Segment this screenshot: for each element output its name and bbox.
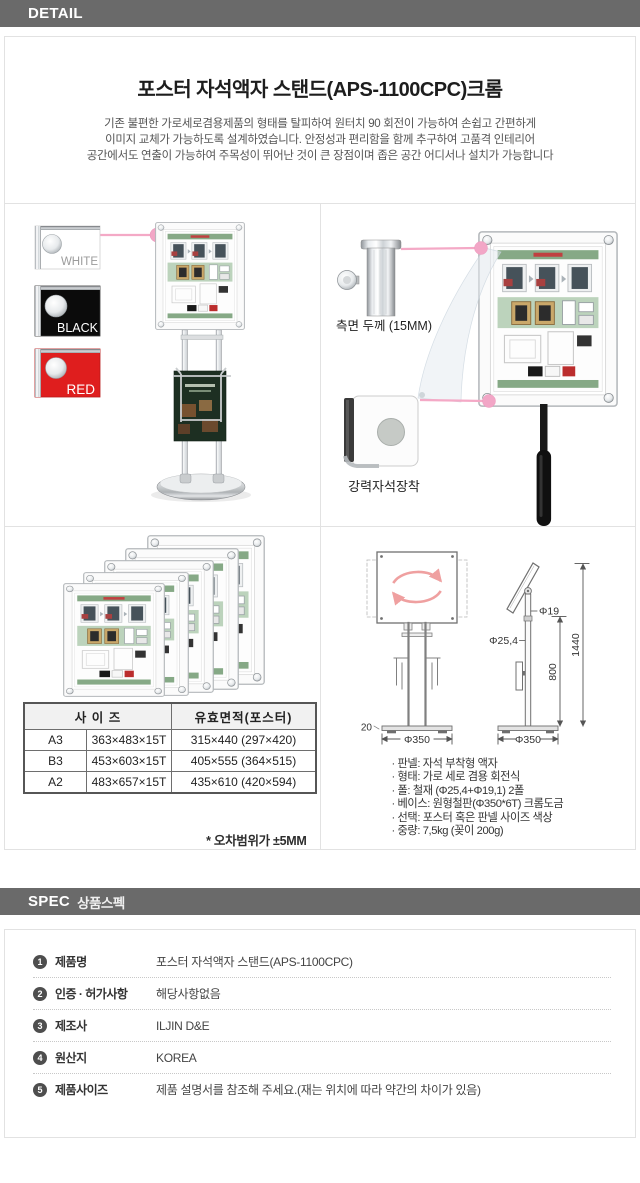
- spec-row-manufacturer: 3 제조사 ILJIN D&E: [33, 1010, 611, 1042]
- magnet-cap-icon: [42, 234, 62, 254]
- color-swatch-black: BLACK: [34, 285, 101, 337]
- panel-drawing: 20 Φ350: [320, 527, 635, 849]
- acrylic-cover-sheet: [417, 247, 502, 403]
- rotation-arrow-icon: [391, 568, 442, 584]
- spec-row-product-size: 5 제품사이즈 제품 설명서를 참조해 주세요.(재는 위치에 따라 약간의 차…: [33, 1074, 611, 1105]
- spec-row-label: 원산지: [55, 1051, 87, 1065]
- magnet-callout: 강력자석장착: [342, 394, 496, 494]
- technical-drawing: 20 Φ350: [360, 551, 589, 746]
- spec-section-header: SPEC 상품스펙: [0, 888, 640, 915]
- size-name: A2: [23, 771, 87, 794]
- size-table-row: A2 483×657×15T 435×610 (420×594): [23, 771, 317, 794]
- size-dimension: 483×657×15T: [86, 771, 172, 794]
- size-table-row: B3 453×603×15T 405×555 (364×515): [23, 750, 317, 772]
- spec-row-value: KOREA: [156, 1050, 197, 1065]
- spec-row-label: 제품명: [55, 955, 87, 969]
- stand-pole: [536, 404, 551, 526]
- description-line-3: 공간에서도 연출이 가능하여 주목성이 뛰어난 것이 큰 장점이며 좁은 공간 …: [86, 150, 554, 162]
- row-number-badge: 5: [33, 1082, 47, 1097]
- drawing-spec-list: · 판넬: 자석 부착형 액자 · 형태: 가로 세로 겸용 회전식 · 폴: …: [392, 758, 564, 838]
- row-number-badge: 3: [33, 1018, 47, 1033]
- size-name: B3: [23, 750, 87, 772]
- row-number-badge: 1: [33, 954, 47, 969]
- detail-image-grid: WHITE BLACK RED: [4, 203, 636, 850]
- description-line-1: 기존 불편한 가로세로겸용제품의 형태를 탈피하여 원터치 90 회전이 가능하…: [104, 118, 536, 130]
- panel-sizes: 사 이 즈 유효면적(포스터) A3 363×483×15T 315×440 (…: [5, 527, 320, 849]
- rotation-arrow-icon: [391, 590, 442, 606]
- magnet-cap-icon: [45, 357, 67, 379]
- tolerance-note: * 오차범위가 ±5MM: [206, 834, 307, 848]
- detail-section-header: DETAIL: [0, 0, 640, 27]
- spec-line: · 폴: 철재 (Φ25,4+Φ19,1) 2폴: [391, 784, 525, 797]
- sheet-corner-screw-icon: [418, 392, 425, 398]
- brochure-holder: [173, 367, 231, 442]
- size-table-header-area: 유효면적(포스터): [171, 702, 317, 730]
- spec-section-title-ko: 상품스펙: [77, 895, 125, 911]
- size-table: 사 이 즈 유효면적(포스터) A3 363×483×15T 315×440 (…: [23, 702, 317, 794]
- row-number-badge: 4: [33, 1050, 47, 1065]
- dim-pole-top: Φ19: [539, 606, 559, 618]
- dim-height-mid: 800: [547, 663, 559, 681]
- spec-line: · 선택: 포스터 혹은 판넬 사이즈 색상: [391, 811, 553, 824]
- side-thickness-label: 측면 두께 (15MM): [335, 319, 431, 333]
- color-swatch-white: WHITE: [34, 225, 101, 270]
- spec-row-product-name: 1 제품명 포스터 자석액자 스탠드(APS-1100CPC): [33, 946, 611, 978]
- size-dimension: 453×603×15T: [86, 750, 172, 772]
- white-color-connector-line: [100, 227, 165, 243]
- size-area: 435×610 (420×594): [171, 771, 317, 794]
- size-dimension: 363×483×15T: [86, 729, 172, 751]
- front-view-drawing: 20 Φ350: [360, 551, 467, 746]
- row-number-badge: 2: [33, 986, 47, 1001]
- dim-height-total: 1440: [570, 633, 582, 657]
- spec-section-title-en: SPEC: [28, 893, 71, 910]
- side-view-drawing: Φ19 Φ25,4 800 1440 Φ350: [489, 562, 589, 746]
- spec-row-label: 제품사이즈: [55, 1083, 108, 1097]
- swatch-label-white: WHITE: [61, 256, 98, 268]
- panel-features: 측면 두께 (15MM) 강력자석장착: [320, 204, 636, 526]
- side-thickness-callout: 측면 두께 (15MM): [335, 239, 488, 333]
- size-name: A3: [23, 729, 87, 751]
- poster-stand-illustration: [151, 223, 251, 502]
- panel-color-options: WHITE BLACK RED: [5, 204, 320, 526]
- spec-table: 1 제품명 포스터 자석액자 스탠드(APS-1100CPC) 2 인증 · 허…: [4, 929, 636, 1138]
- product-title: 포스터 자석액자 스탠드(APS-1100CPC)크롬: [137, 79, 503, 101]
- spec-row-value: 해당사항없음: [156, 987, 221, 1001]
- spec-row-label: 인증 · 허가사항: [55, 987, 128, 1001]
- description-line-2: 이미지 교체가 가능하도록 설계하였습니다. 안정성과 편리함을 함께 추구하여…: [105, 134, 535, 146]
- dim-base-side: Φ350: [515, 734, 541, 746]
- spec-row-certification: 2 인증 · 허가사항 해당사항없음: [33, 978, 611, 1010]
- spec-line: · 판넬: 자석 부착형 액자: [391, 758, 498, 770]
- swatch-label-black: BLACK: [57, 321, 99, 335]
- size-table-header-row: 사 이 즈 유효면적(포스터): [23, 702, 317, 730]
- intro-box: 포스터 자석액자 스탠드(APS-1100CPC)크롬 기존 불편한 가로세로겸…: [4, 36, 636, 203]
- magnet-icon: [376, 418, 405, 446]
- poster-frame: [478, 232, 616, 406]
- dim-base-front: Φ350: [404, 734, 430, 746]
- spec-row-value: 제품 설명서를 참조해 주세요.(재는 위치에 따라 약간의 차이가 있음): [156, 1083, 481, 1097]
- color-swatch-red: RED: [34, 348, 101, 398]
- features-illustration: 측면 두께 (15MM) 강력자석장착: [335, 204, 636, 526]
- spec-line: · 형태: 가로 세로 겸용 회전식: [391, 771, 521, 784]
- spec-row-value: ILJIN D&E: [156, 1018, 210, 1033]
- size-area: 315×440 (297×420): [171, 729, 317, 751]
- magnet-cap-icon: [44, 294, 68, 318]
- spec-line: · 중량: 7,5kg (꽂이 200g): [391, 825, 504, 838]
- product-description: 기존 불편한 가로세로겸용제품의 형태를 탈피하여 원터치 90 회전이 가능하…: [23, 116, 617, 164]
- spec-row-value: 포스터 자석액자 스탠드(APS-1100CPC): [156, 955, 353, 969]
- color-options-illustration: WHITE BLACK RED: [34, 204, 251, 502]
- stacked-frames-illustration: [5, 527, 320, 699]
- magnet-label: 강력자석장착: [348, 479, 420, 494]
- size-table-header-size: 사 이 즈: [23, 702, 172, 730]
- dim-pole-bottom: Φ25,4: [489, 635, 518, 647]
- size-area: 405×555 (364×515): [171, 750, 317, 772]
- swatch-label-red: RED: [66, 382, 95, 397]
- spec-line: · 베이스: 원형철판(Φ350*6T) 크롬도금: [391, 798, 564, 811]
- spec-row-label: 제조사: [55, 1019, 87, 1033]
- size-table-row: A3 363×483×15T 315×440 (297×420): [23, 729, 317, 751]
- spec-row-origin: 4 원산지 KOREA: [33, 1042, 611, 1074]
- poster-frame: [156, 223, 245, 330]
- dim-base-thickness: 20: [360, 723, 372, 734]
- detail-section-title: DETAIL: [28, 5, 83, 22]
